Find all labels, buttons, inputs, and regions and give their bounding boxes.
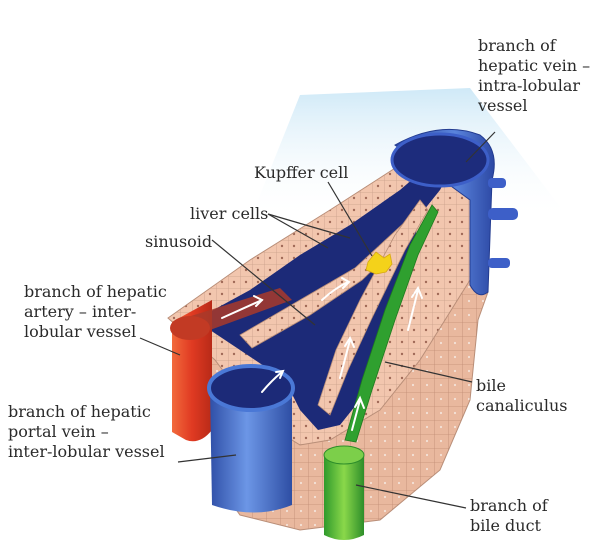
label-bile-canaliculus: bile canaliculus — [476, 376, 568, 415]
leader-liver-cells-1 — [267, 213, 329, 249]
label-hepatic-vein: branch of hepatic vein – intra-lobular v… — [478, 36, 591, 115]
kupffer-cell-shape — [365, 251, 393, 275]
hepatic-vein-branch-3 — [488, 258, 510, 268]
cell-cord-middle — [317, 199, 429, 416]
label-hepatic-artery: branch of hepatic artery – inter- lobula… — [24, 282, 167, 341]
portal-vein-opening — [207, 364, 295, 412]
label-bile-duct: branch of bile duct — [470, 496, 548, 535]
leader-bile-duct — [355, 484, 467, 509]
bile-duct-vessel — [324, 455, 364, 540]
bile-duct-opening — [323, 445, 365, 465]
leader-portal — [177, 454, 237, 463]
flow-arrows — [221, 277, 423, 431]
hepatic-artery-opening — [170, 316, 210, 340]
label-kupffer-cell: Kupffer cell — [254, 163, 349, 182]
portal-vein-vessel — [210, 390, 292, 513]
hepatic-vein-opening — [390, 132, 490, 188]
leader-bile-canaliculus — [384, 361, 473, 383]
leader-sinusoid — [211, 239, 316, 326]
hepatic-vein-branch-1 — [488, 178, 506, 188]
bile-canaliculus-channel — [344, 204, 439, 443]
leader-artery — [139, 337, 181, 356]
label-sinusoid: sinusoid — [145, 232, 213, 251]
hepatic-vein-branch-2 — [488, 208, 518, 220]
leader-hepatic-vein — [465, 131, 496, 163]
leader-liver-cells-2 — [267, 213, 351, 239]
label-portal-vein: branch of hepatic portal vein – inter-lo… — [8, 402, 165, 461]
leader-kupffer — [327, 181, 373, 257]
leader-lines — [139, 131, 496, 509]
label-liver-cells: liver cells — [190, 204, 269, 223]
